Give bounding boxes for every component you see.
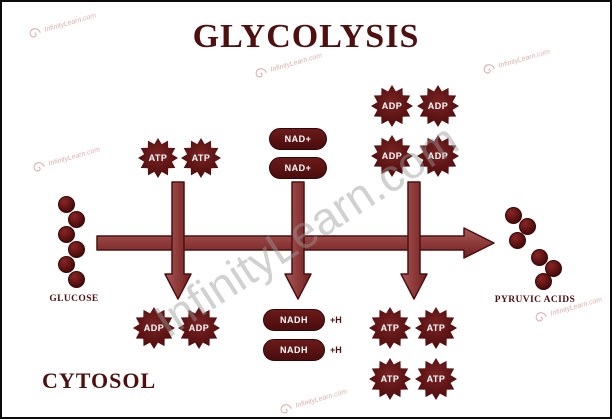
- adp-label: ADP: [381, 151, 403, 161]
- atp-label: ATP: [380, 374, 400, 384]
- atp-label: ATP: [426, 374, 446, 384]
- pyruvic-acids-label: PYRUVIC ACIDS: [494, 295, 576, 305]
- nadh-pill: NADH: [263, 339, 325, 361]
- glucose-molecule: [68, 211, 85, 228]
- adp-label: ADP: [188, 323, 210, 333]
- atp-label: ATP: [148, 153, 168, 163]
- adp-label: ADP: [143, 323, 165, 333]
- glucose-molecule: [58, 256, 75, 273]
- pyruvate-molecule: [505, 207, 522, 224]
- atp-label: ATP: [426, 323, 446, 333]
- pyruvate-molecule: [545, 260, 562, 277]
- nadh-row: NADH +H: [263, 339, 342, 361]
- pyruvate-molecule: [535, 273, 552, 290]
- plus-h-label: +H: [330, 315, 342, 325]
- adp-label: ADP: [427, 101, 449, 111]
- pyruvate-molecule: [509, 232, 526, 249]
- nadh-label: NADH: [280, 315, 308, 325]
- adp-label: ADP: [381, 101, 403, 111]
- step1-arrow: [164, 181, 192, 300]
- nadh-pill: NADH: [263, 309, 325, 331]
- nad-label: NAD+: [284, 134, 312, 144]
- adp-label: ADP: [427, 151, 449, 161]
- glucose-label: GLUCOSE: [49, 294, 99, 304]
- nadh-row: NADH +H: [263, 309, 342, 331]
- step3-arrow: [400, 181, 428, 300]
- nad-pill: NAD+: [269, 157, 327, 179]
- glucose-molecule: [58, 226, 75, 243]
- nadh-label: NADH: [280, 345, 308, 355]
- nad-pill: NAD+: [269, 128, 327, 150]
- nad-label: NAD+: [284, 163, 312, 173]
- page-title: GLYCOLYSIS: [192, 18, 420, 55]
- glucose-molecule: [58, 196, 75, 213]
- glucose-molecule: [68, 241, 85, 258]
- pyruvate-molecule: [531, 249, 548, 266]
- plus-h-label: +H: [330, 345, 342, 355]
- cytosol-label: CYTOSOL: [42, 368, 157, 393]
- atp-label: ATP: [191, 153, 211, 163]
- pyruvate-molecule: [519, 218, 536, 235]
- step2-arrow: [284, 181, 312, 300]
- atp-label: ATP: [380, 323, 400, 333]
- glucose-molecule: [68, 271, 85, 288]
